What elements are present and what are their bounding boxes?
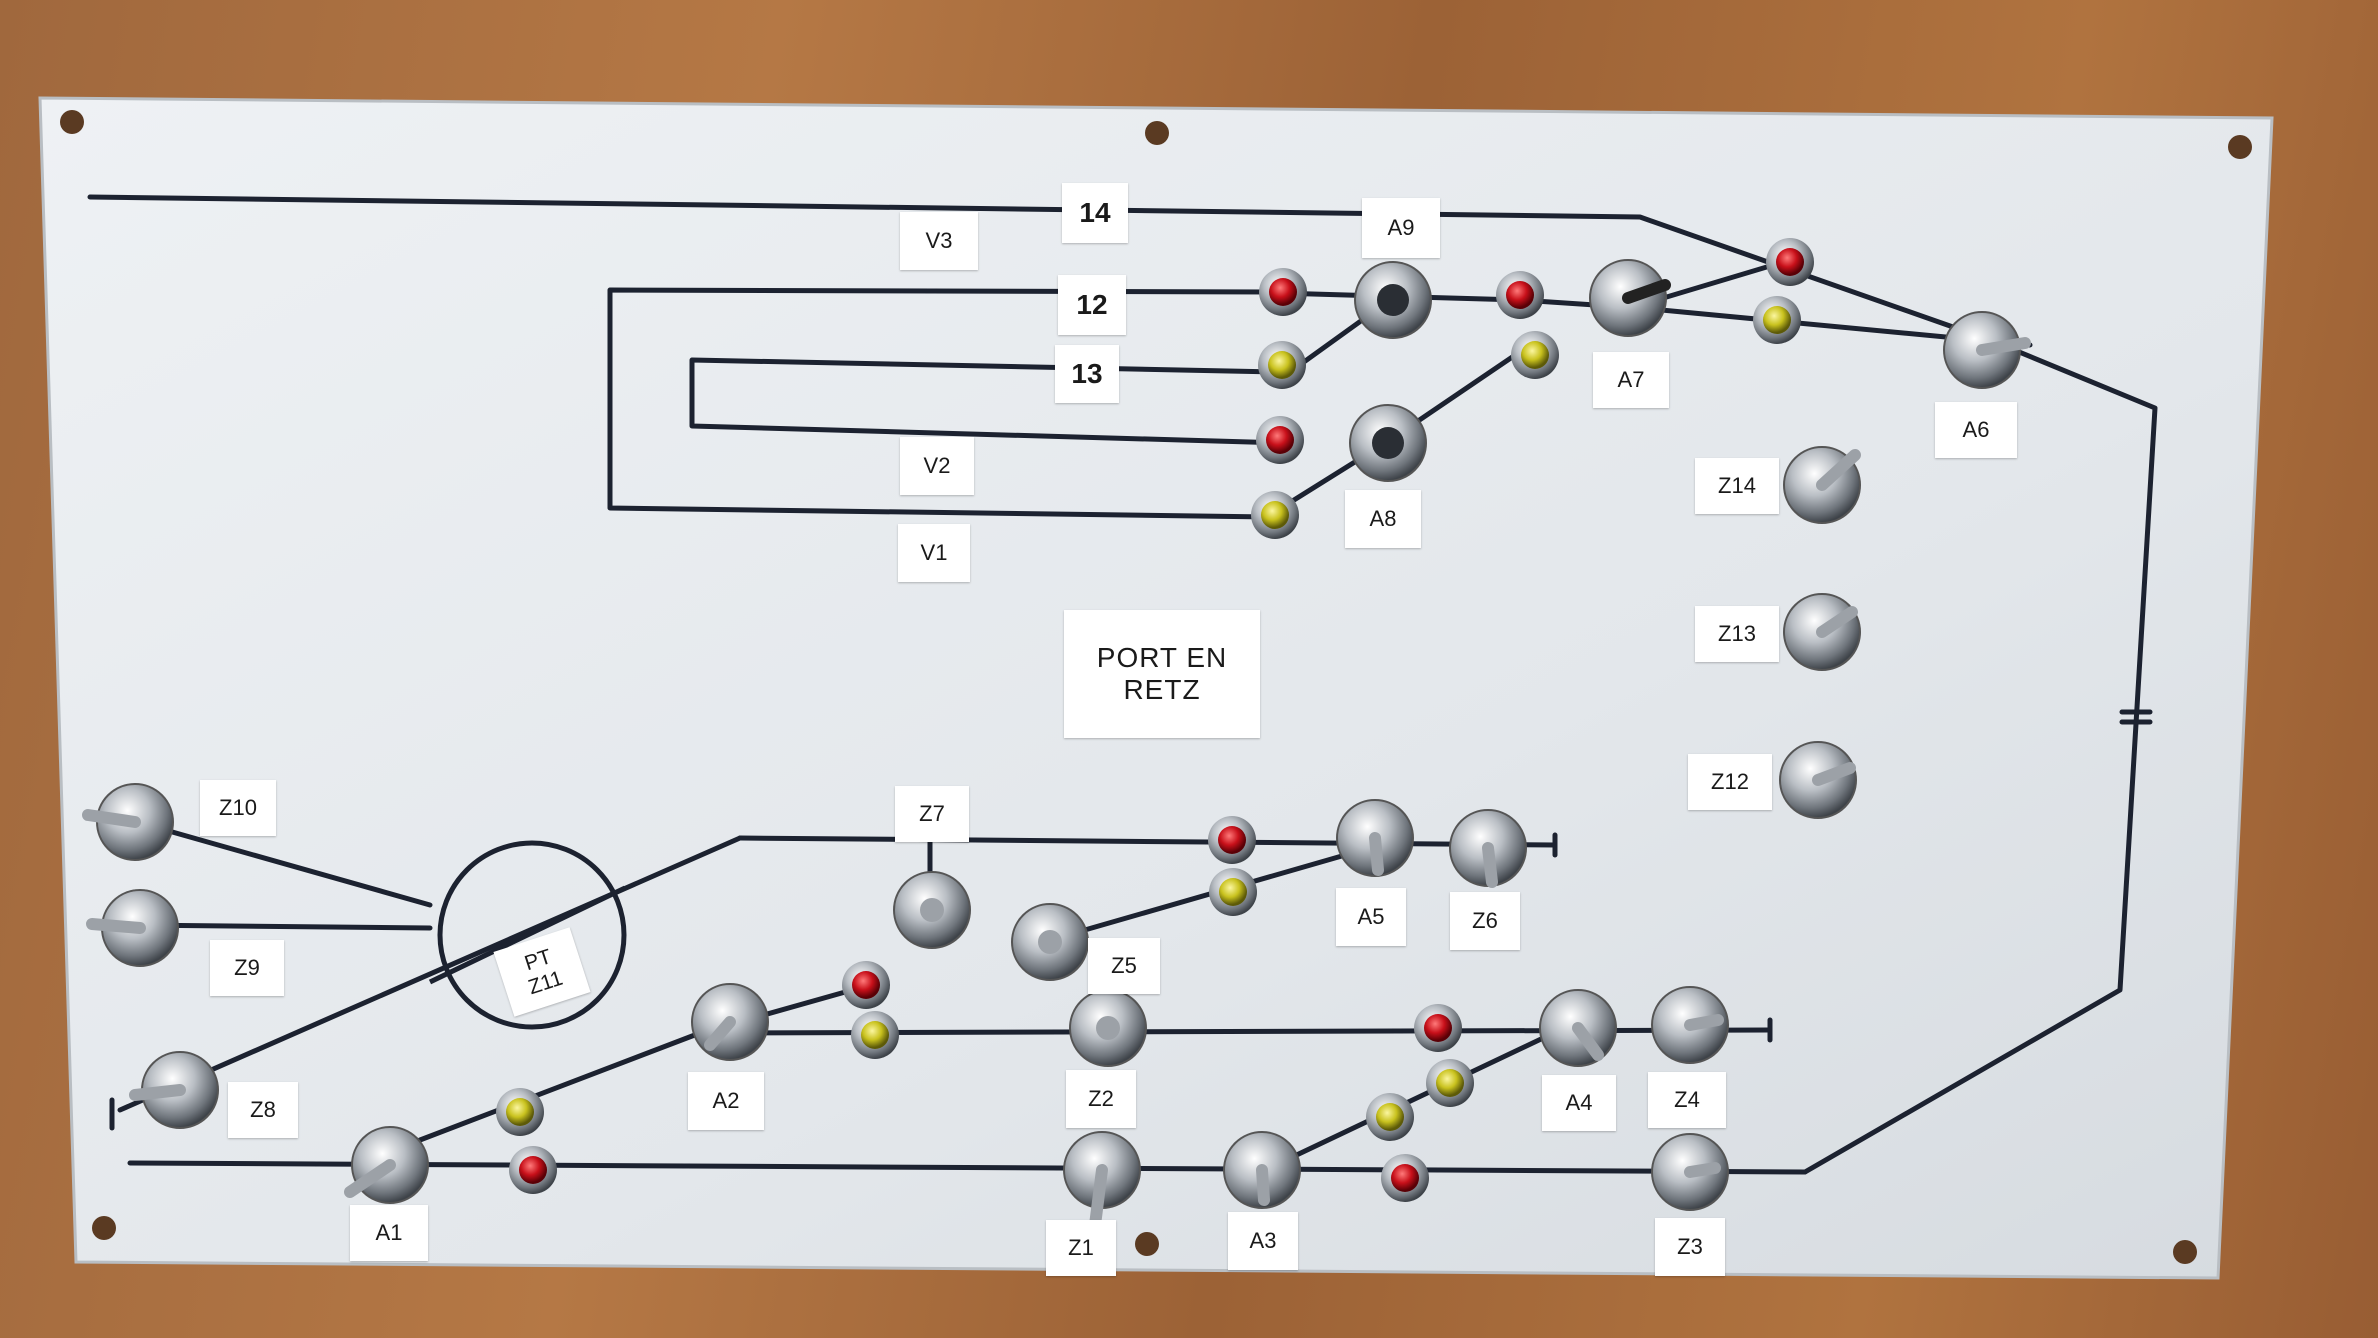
toggle-switch-z5 [1011, 903, 1089, 981]
toggle-switch-z3 [1651, 1133, 1729, 1211]
yellow-led [1511, 331, 1559, 379]
label-z4: Z4 [1648, 1072, 1726, 1128]
toggle-switch-a3 [1223, 1131, 1301, 1209]
red-led [1414, 1004, 1462, 1052]
label-z6: Z6 [1450, 892, 1520, 950]
toggle-switch-a9 [1354, 261, 1432, 339]
label-z10: Z10 [200, 780, 276, 836]
yellow-led [1366, 1093, 1414, 1141]
toggle-switch-z6 [1449, 809, 1527, 888]
red-led [1208, 816, 1256, 864]
toggle-switch-z9 [86, 889, 179, 967]
toggle-switch-z12 [1779, 741, 1857, 819]
red-led [1496, 271, 1544, 319]
label-z14: Z14 [1695, 458, 1779, 514]
turntable-circle [437, 840, 627, 1030]
label-z7: Z7 [895, 786, 969, 842]
label-z13: Z13 [1695, 606, 1779, 662]
label-14: 14 [1062, 183, 1128, 243]
label-z1: Z1 [1046, 1220, 1116, 1276]
label-13: 13 [1055, 345, 1119, 403]
label-v1: V1 [898, 524, 970, 582]
toggle-switch-z1 [1063, 1131, 1141, 1231]
toggle-switch-a8 [1349, 404, 1427, 482]
toggle-switch-z2 [1069, 989, 1147, 1067]
toggle-switch-z7 [893, 871, 971, 949]
toggle-switch-a1 [344, 1126, 429, 1204]
yellow-led [496, 1088, 544, 1136]
toggle-switch-a4 [1539, 989, 1617, 1067]
toggle-switch-a2 [691, 983, 769, 1061]
red-leds [509, 238, 1814, 1202]
label-v3: V3 [900, 212, 978, 270]
toggle-switch-z10 [82, 783, 174, 861]
red-led [509, 1146, 557, 1194]
toggle-switch-a6 [1943, 311, 2031, 389]
label-z9: Z9 [210, 940, 284, 996]
toggle-switch-a5 [1336, 799, 1414, 877]
label-z8: Z8 [228, 1082, 298, 1138]
red-led [1381, 1154, 1429, 1202]
yellow-led [1209, 868, 1257, 916]
red-led [1256, 416, 1304, 464]
yellow-led [1753, 296, 1801, 344]
mounting-holes [60, 110, 2252, 1264]
red-led [1766, 238, 1814, 286]
label-12: 12 [1058, 275, 1126, 335]
yellow-leds [496, 296, 1801, 1141]
toggle-switch-a7 [1589, 259, 1671, 337]
toggle-switch-z13 [1783, 593, 1861, 671]
label-a1: A1 [350, 1205, 428, 1261]
toggle-switch-z14 [1783, 446, 1861, 524]
label-z2: Z2 [1066, 1070, 1136, 1128]
yellow-led [1251, 491, 1299, 539]
label-a7: A7 [1593, 352, 1669, 408]
yellow-led [1258, 341, 1306, 389]
toggle-switch-z8 [129, 1051, 219, 1129]
label-a8: A8 [1345, 490, 1421, 548]
turntable-axis [428, 885, 627, 985]
label-a9: A9 [1362, 198, 1440, 258]
label-z5: Z5 [1088, 938, 1160, 994]
label-z12: Z12 [1688, 754, 1772, 810]
yellow-led [1426, 1059, 1474, 1107]
title-card: PORT EN RETZ [1064, 610, 1260, 738]
yellow-led [851, 1011, 899, 1059]
red-led [842, 961, 890, 1009]
label-z3: Z3 [1655, 1218, 1725, 1276]
label-a2: A2 [688, 1072, 764, 1130]
toggle-switches[interactable] [82, 259, 2031, 1231]
label-a3: A3 [1228, 1212, 1298, 1270]
label-a4: A4 [1542, 1075, 1616, 1131]
label-a5: A5 [1336, 888, 1406, 946]
label-v2: V2 [900, 437, 974, 495]
label-a6: A6 [1935, 402, 2017, 458]
toggle-switch-z4 [1651, 986, 1729, 1064]
red-led [1259, 268, 1307, 316]
